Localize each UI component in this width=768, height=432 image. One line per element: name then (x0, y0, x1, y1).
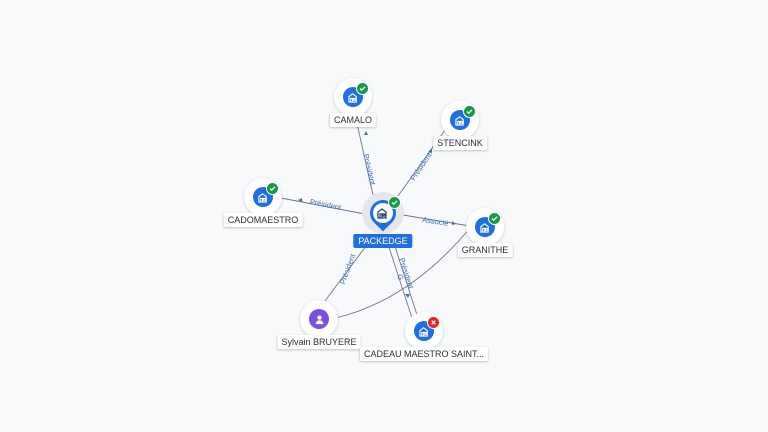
check-icon (356, 82, 369, 95)
edge-label-cadeau-g: G (395, 273, 405, 281)
edge-cadomaestro (280, 197, 366, 215)
node-label-cadeau-maestro: CADEAU MAESTRO SAINT... (359, 347, 489, 361)
edge-arrow (298, 198, 302, 202)
edge-arrow (452, 221, 456, 225)
edge-arrow (364, 131, 368, 135)
center-node-label: PACKEDGE (353, 234, 413, 248)
edge-label-cadomaestro: Président (309, 197, 343, 212)
edge-granithe (402, 214, 471, 227)
check-icon (266, 182, 279, 195)
edge-label-stencink: Président (408, 150, 434, 182)
edge-arrow (405, 294, 410, 298)
edge-label-sylvain: Président (338, 252, 358, 286)
node-label-sylvain-bruyere: Sylvain BRUYERE (277, 335, 361, 349)
edge-label-granithe: Associé (422, 215, 449, 228)
node-label-granithe: GRANITHE (457, 243, 513, 257)
check-icon (463, 105, 476, 118)
building-icon (373, 203, 393, 223)
edge-arrow (428, 148, 432, 153)
edge-cadeau-g (385, 237, 413, 319)
node-label-stencink: STENCINK (433, 136, 487, 150)
cross-icon (427, 316, 440, 329)
edge-sylvain-center (321, 237, 373, 306)
edge-cadeau-president (391, 236, 419, 319)
edge-sylvain-granithe (335, 227, 471, 319)
person-icon (309, 309, 329, 329)
node-label-camalo: CAMALO (329, 113, 377, 127)
node-label-cadomaestro: CADOMAESTRO (223, 213, 303, 227)
check-icon (388, 196, 401, 209)
check-icon (488, 212, 501, 225)
edge-label-camalo: Président (361, 153, 377, 187)
